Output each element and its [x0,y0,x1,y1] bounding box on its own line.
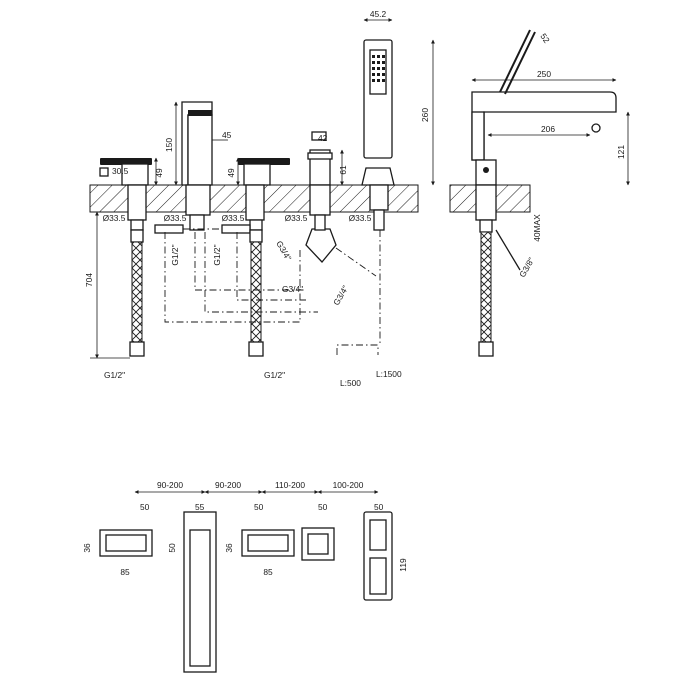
dia-label-3: Ø33.5 [222,213,245,223]
svg-text:50: 50 [318,502,328,512]
svg-text:90-200: 90-200 [157,480,183,490]
svg-text:50: 50 [140,502,150,512]
svg-text:150: 150 [164,138,174,152]
dim-704: 704 [84,211,130,359]
plan-view: 90-200 90-200 110-200 100-200 50 55 50 5… [82,480,408,673]
svg-text:G1/2": G1/2" [212,244,222,265]
svg-text:52: 52 [538,31,552,45]
svg-text:50: 50 [374,502,384,512]
hand-shower [361,39,395,231]
svg-text:250: 250 [537,69,551,79]
svg-text:45.2: 45.2 [370,9,387,19]
supply-hoses [129,229,264,357]
svg-text:G3/4": G3/4" [282,284,303,294]
side-elevation: 250 206 121 52 40MAX G3/8" [449,29,630,357]
svg-text:85: 85 [263,567,273,577]
svg-text:40MAX: 40MAX [532,214,542,242]
svg-text:45: 45 [222,130,232,140]
svg-text:110-200: 110-200 [275,480,305,490]
svg-text:100-200: 100-200 [333,480,364,490]
svg-text:50: 50 [254,502,264,512]
svg-text:50: 50 [167,543,177,553]
dia-label-2: Ø33.5 [164,213,187,223]
svg-text:G1/2": G1/2" [170,244,180,265]
dia-label-5: Ø33.5 [349,213,372,223]
svg-text:121: 121 [616,145,626,159]
svg-text:36: 36 [82,543,92,553]
mid-lever-handle [221,158,290,234]
svg-text:90-200: 90-200 [215,480,241,490]
svg-text:36: 36 [224,543,234,553]
svg-text:L:500: L:500 [340,378,361,388]
left-lever-handle [99,158,152,231]
svg-text:119: 119 [398,558,408,572]
svg-text:G1/2": G1/2" [104,370,125,380]
dia-label-1: Ø33.5 [103,213,126,223]
svg-text:61: 61 [338,165,348,175]
svg-text:85: 85 [120,567,130,577]
svg-text:260: 260 [420,108,430,122]
svg-text:206: 206 [541,124,555,134]
svg-text:G3/4": G3/4" [331,284,350,307]
plan-gap-dims: 90-200 90-200 110-200 100-200 50 55 50 5… [82,480,408,577]
svg-text:G3/4": G3/4" [274,239,293,262]
svg-text:42: 42 [318,133,328,143]
svg-text:55: 55 [195,502,205,512]
svg-text:G3/8": G3/8" [517,256,536,279]
svg-text:G1/2": G1/2" [264,370,285,380]
diverter-unit [305,131,337,263]
height-dims: 49 150 45 49 61 42 30.5 45.2 260 [112,9,435,186]
diameter-labels: Ø33.5 Ø33.5 Ø33.5 Ø33.5 Ø33.5 [103,213,372,223]
svg-text:49: 49 [154,168,164,178]
svg-text:30.5: 30.5 [112,166,129,176]
front-elevation: 704 Ø33.5 Ø33.5 Ø33.5 Ø33.5 Ø33.5 49 150… [84,9,435,388]
routing-centerlines [164,228,381,355]
svg-text:704: 704 [84,273,94,287]
svg-text:49: 49 [226,168,236,178]
dia-label-4: Ø33.5 [285,213,308,223]
svg-text:L:1500: L:1500 [376,369,402,379]
spout-unit [154,101,213,234]
